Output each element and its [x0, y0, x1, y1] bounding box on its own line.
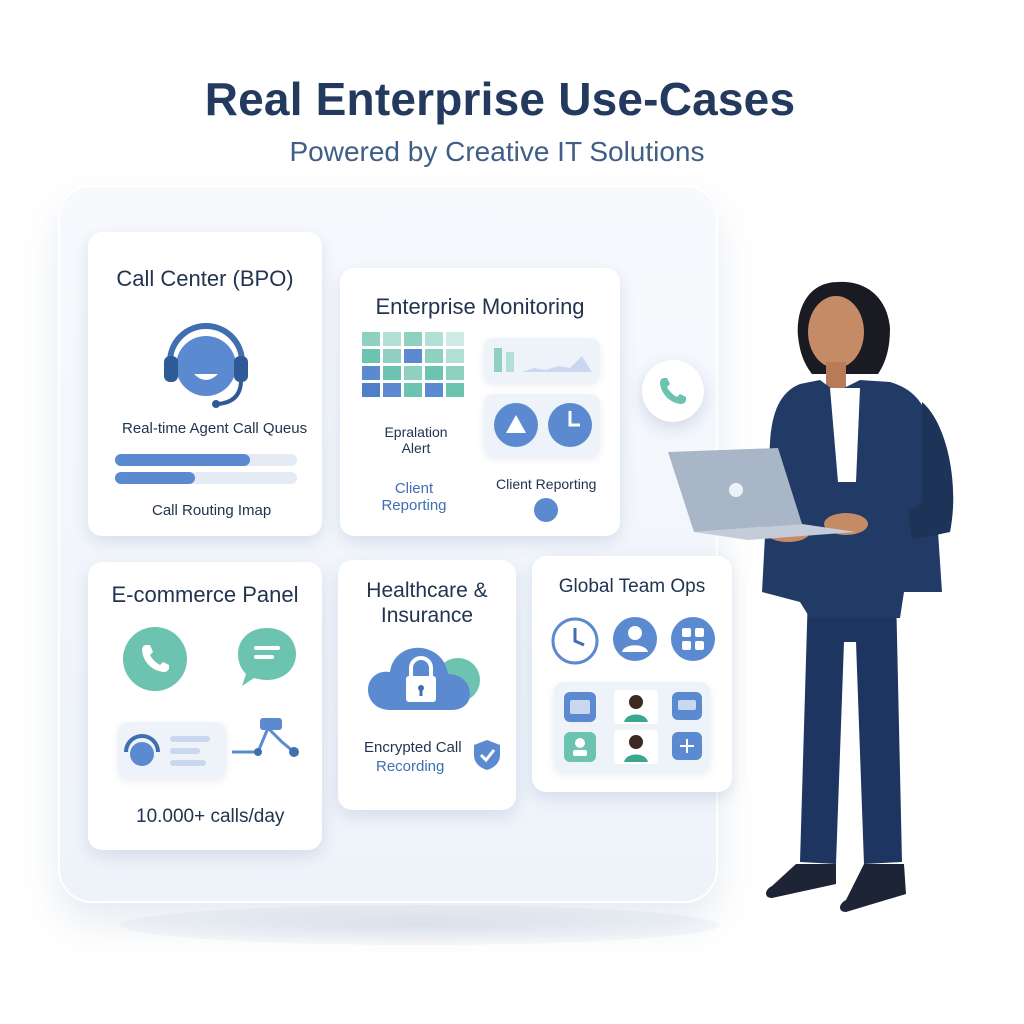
card-title: Enterprise Monitoring [375, 294, 585, 319]
heatmap-grid-icon [362, 332, 464, 397]
card-title: E-commerce Panel [111, 582, 299, 607]
flow-diagram-icon [232, 718, 299, 757]
card-title: Global Team Ops [558, 576, 706, 597]
phone-circle-icon [123, 627, 187, 691]
card-ecommerce[interactable]: E-commerce Panel 10.000+ calls/day [88, 562, 322, 850]
cloud-lock-icon [368, 647, 480, 710]
clock-icon [551, 617, 599, 665]
presenter-illustration [668, 281, 954, 912]
phone-bubble-button[interactable] [642, 360, 704, 422]
page-title: Real Enterprise Use-Cases [204, 73, 796, 125]
alert-widget [484, 394, 600, 456]
user-circle-icon [613, 617, 657, 661]
status-dot-icon [534, 498, 558, 522]
card-global-team-ops[interactable]: Global Team Ops [532, 556, 732, 792]
calls-per-day-stat: 10.000+ calls/day [136, 806, 285, 827]
page-subtitle: Powered by Creative IT Solutions [289, 136, 705, 167]
queue-bar-2 [115, 472, 297, 484]
card-title: Call Center (BPO) [116, 266, 294, 291]
card-title: Healthcare &Insurance [366, 579, 488, 627]
headset-icon [164, 323, 248, 408]
apps-grid-icon [671, 617, 715, 661]
floor-shadow [120, 905, 720, 945]
chat-bubble-icon [238, 628, 296, 686]
queue-bar-1 [115, 454, 297, 466]
sparkline-widget [484, 338, 600, 382]
agent-widget [118, 722, 226, 778]
client-reporting-label: Client Reporting [496, 476, 597, 492]
phone-icon [660, 378, 686, 404]
shield-check-icon [474, 740, 500, 770]
card-call-center[interactable]: Call Center (BPO) Real-time Agent Call Q… [88, 232, 322, 536]
routing-label: Call Routing Imap [152, 502, 272, 519]
queue-label: Real-time Agent Call Queus [122, 420, 308, 437]
video-grid-widget [554, 682, 710, 772]
